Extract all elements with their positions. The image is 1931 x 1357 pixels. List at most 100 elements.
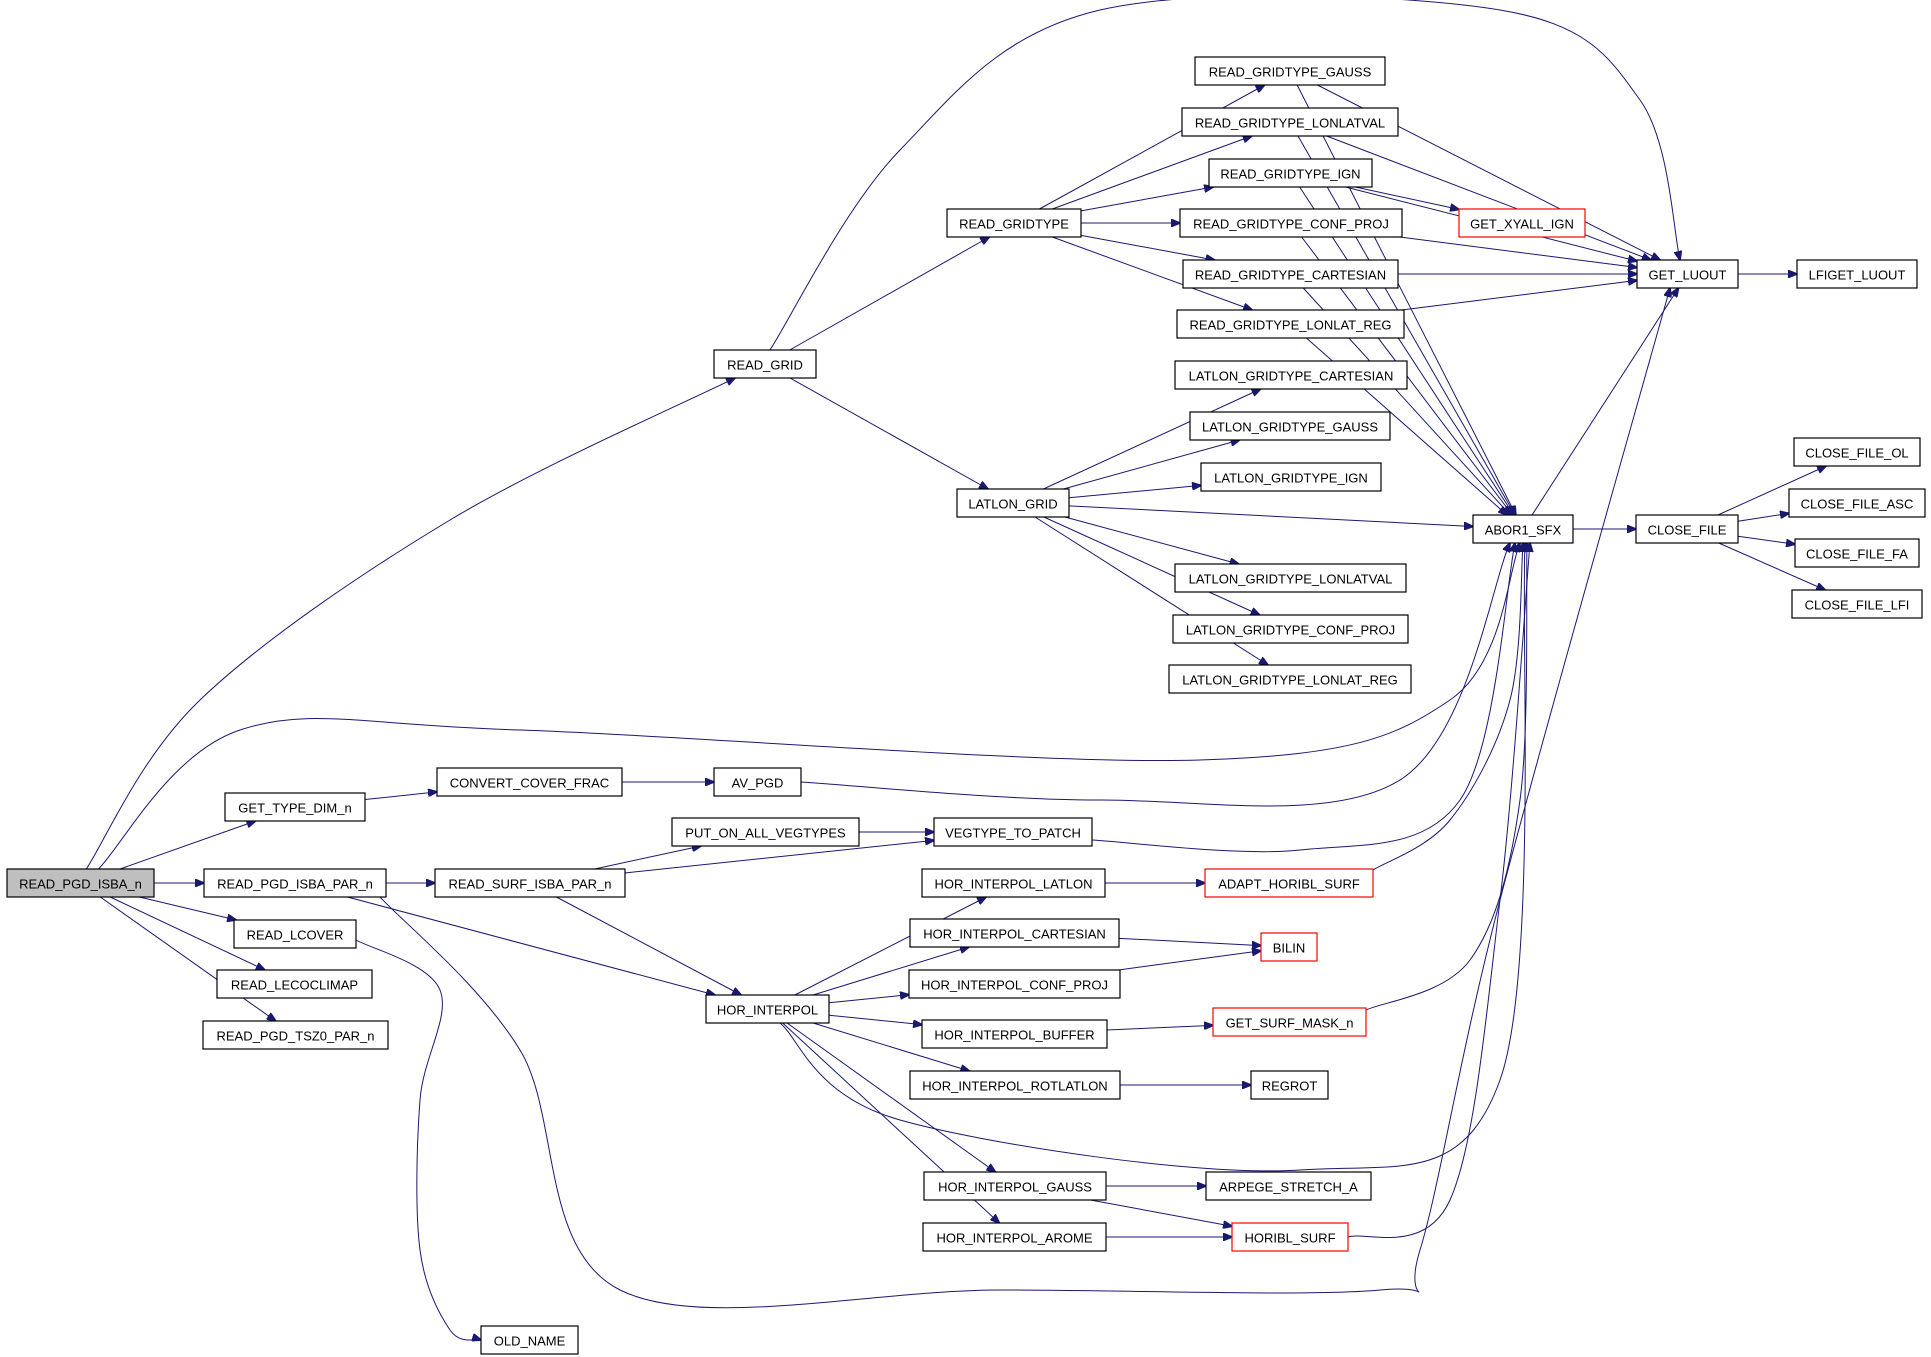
node-box [434,868,626,898]
node-close-file-fa[interactable]: CLOSE_FILE_FA [1794,538,1920,568]
edge-read-pgd-isba-par-n-to-get-luout [379,288,1670,1309]
node-box [1472,514,1574,544]
node-label: HOR_INTERPOL_CARTESIAN [923,927,1106,942]
node-close-file-asc[interactable]: CLOSE_FILE_ASC [1788,488,1926,518]
node-read-gridtype-gauss[interactable]: READ_GRIDTYPE_GAUSS [1194,56,1386,86]
edge-read-pgd-isba-n-to-abor1-sfx [98,543,1520,870]
node-box [1181,107,1399,137]
node-label: LATLON_GRIDTYPE_LONLATVAL [1189,572,1393,587]
node-hor-interpol-gauss[interactable]: HOR_INTERPOL_GAUSS [923,1171,1107,1201]
node-label: LATLON_GRIDTYPE_CARTESIAN [1189,369,1394,384]
node-read-gridtype-cartesian[interactable]: READ_GRIDTYPE_CARTESIAN [1182,259,1399,289]
node-read-lcover[interactable]: READ_LCOVER [233,919,357,949]
edge-read-pgd-isba-par-n-to-hor-interpol [347,896,716,995]
node-label: READ_GRIDTYPE_CONF_PROJ [1193,217,1389,232]
edge-read-gridtype-to-read-gridtype-lonlat-reg [1052,236,1252,310]
node-latlon-gridtype-ign[interactable]: LATLON_GRIDTYPE_IGN [1200,462,1382,492]
node-box [1205,1171,1372,1201]
node-label: CLOSE_FILE_OL [1805,446,1908,461]
node-bilin[interactable]: BILIN [1260,932,1318,962]
node-label: ARPEGE_STRETCH_A [1219,1180,1358,1195]
edge-read-gridtype-gauss-to-abor1-sfx [1296,84,1516,515]
edge-hor-interpol-to-hor-interpol-latlon [794,897,986,996]
edge-latlon-grid-to-latlon-gridtype-ign [1068,485,1201,499]
edge-av-pgd-to-abor1-sfx [800,543,1510,807]
node-regrot[interactable]: REGROT [1250,1070,1329,1100]
node-label: HOR_INTERPOL_LATLON [935,877,1093,892]
node-read-pgd-isba-par-n[interactable]: READ_PGD_ISBA_PAR_n [203,868,387,898]
node-label: CLOSE_FILE [1648,523,1727,538]
node-box [1204,868,1374,898]
edge-read-grid-to-latlon-grid [789,377,988,489]
node-hor-interpol-cartesian[interactable]: HOR_INTERPOL_CARTESIAN [909,918,1120,948]
node-read-pgd-tsz0-par-n[interactable]: READ_PGD_TSZ0_PAR_n [202,1020,389,1050]
node-read-gridtype[interactable]: READ_GRIDTYPE [946,208,1082,238]
node-label: PUT_ON_ALL_VEGTYPES [685,826,846,841]
node-box [233,919,357,949]
node-get-luout[interactable]: GET_LUOUT [1636,259,1739,289]
node-latlon-grid[interactable]: LATLON_GRID [956,488,1070,518]
node-box [921,868,1106,898]
edge-read-gridtype-lonlatval-to-abor1-sfx [1297,135,1515,515]
node-vegtype-to-patch[interactable]: VEGTYPE_TO_PATCH [933,817,1093,847]
node-box [1796,259,1918,289]
node-latlon-gridtype-lonlatval[interactable]: LATLON_GRIDTYPE_LONLATVAL [1174,563,1407,593]
node-read-surf-isba-par-n[interactable]: READ_SURF_ISBA_PAR_n [434,868,626,898]
node-hor-interpol-latlon[interactable]: HOR_INTERPOL_LATLON [921,868,1106,898]
edge-latlon-grid-to-latlon-gridtype-gauss [1063,440,1239,490]
node-hor-interpol[interactable]: HOR_INTERPOL [705,994,830,1024]
node-label: REGROT [1262,1079,1318,1094]
node-box [713,349,817,379]
node-label: LATLON_GRID [968,497,1057,512]
node-read-gridtype-lonlat-reg[interactable]: READ_GRIDTYPE_LONLAT_REG [1176,309,1405,339]
node-hor-interpol-buffer[interactable]: HOR_INTERPOL_BUFFER [921,1019,1108,1049]
node-put-on-all-vegtypes[interactable]: PUT_ON_ALL_VEGTYPES [671,817,860,847]
node-hor-interpol-rotlatlon[interactable]: HOR_INTERPOL_ROTLATLON [909,1070,1121,1100]
node-convert-cover-frac[interactable]: CONVERT_COVER_FRAC [436,767,623,797]
node-old-name[interactable]: OLD_NAME [480,1325,579,1355]
node-get-type-dim-n[interactable]: GET_TYPE_DIM_n [224,792,366,822]
node-read-gridtype-conf-proj[interactable]: READ_GRIDTYPE_CONF_PROJ [1179,208,1403,238]
node-label: READ_GRIDTYPE_LONLATVAL [1195,116,1385,131]
node-latlon-gridtype-cartesian[interactable]: LATLON_GRIDTYPE_CARTESIAN [1174,360,1408,390]
node-label: AV_PGD [732,776,784,791]
node-horibl-surf[interactable]: HORIBL_SURF [1231,1222,1349,1252]
node-box [1250,1070,1329,1100]
node-close-file[interactable]: CLOSE_FILE [1635,514,1739,544]
node-close-file-ol[interactable]: CLOSE_FILE_OL [1793,437,1921,467]
node-read-grid[interactable]: READ_GRID [713,349,817,379]
node-label: GET_TYPE_DIM_n [238,801,351,816]
node-abor1-sfx[interactable]: ABOR1_SFX [1472,514,1574,544]
node-latlon-gridtype-lonlat-reg[interactable]: LATLON_GRIDTYPE_LONLAT_REG [1168,664,1412,694]
node-latlon-gridtype-conf-proj[interactable]: LATLON_GRIDTYPE_CONF_PROJ [1172,614,1409,644]
node-av-pgd[interactable]: AV_PGD [713,767,802,797]
node-box [933,817,1093,847]
node-box [1179,208,1403,238]
node-label: HOR_INTERPOL [717,1003,818,1018]
node-adapt-horibl-surf[interactable]: ADAPT_HORIBL_SURF [1204,868,1374,898]
node-read-gridtype-lonlatval[interactable]: READ_GRIDTYPE_LONLATVAL [1181,107,1399,137]
node-label: HOR_INTERPOL_AROME [936,1231,1092,1246]
node-close-file-lfi[interactable]: CLOSE_FILE_LFI [1791,589,1923,619]
node-box [202,1020,389,1050]
node-read-pgd-isba-n[interactable]: READ_PGD_ISBA_n [6,868,155,898]
node-hor-interpol-conf-proj[interactable]: HOR_INTERPOL_CONF_PROJ [908,969,1121,999]
node-box [921,1019,1108,1049]
edge-close-file-to-close-file-fa [1737,535,1795,544]
edge-abor1-sfx-to-get-luout [1531,288,1678,516]
node-get-xyall-ign[interactable]: GET_XYALL_IGN [1458,208,1586,238]
node-label: READ_LCOVER [247,928,344,943]
node-box [6,868,155,898]
node-hor-interpol-arome[interactable]: HOR_INTERPOL_AROME [922,1222,1107,1252]
node-get-surf-mask-n[interactable]: GET_SURF_MASK_n [1212,1007,1367,1037]
edge-read-gridtype-lonlat-reg-to-get-luout [1401,280,1637,311]
node-arpege-stretch-a[interactable]: ARPEGE_STRETCH_A [1205,1171,1372,1201]
node-label: READ_SURF_ISBA_PAR_n [448,877,611,892]
node-latlon-gridtype-gauss[interactable]: LATLON_GRIDTYPE_GAUSS [1189,411,1391,441]
node-read-gridtype-ign[interactable]: READ_GRIDTYPE_IGN [1208,158,1373,188]
edge-close-file-to-close-file-ol [1717,466,1826,516]
edge-read-lcover-to-old-name [355,939,481,1340]
node-read-lecoclimap[interactable]: READ_LECOCLIMAP [216,969,373,999]
edge-read-gridtype-to-read-gridtype-cartesian [1080,234,1215,260]
node-lfiget-luout[interactable]: LFIGET_LUOUT [1796,259,1918,289]
